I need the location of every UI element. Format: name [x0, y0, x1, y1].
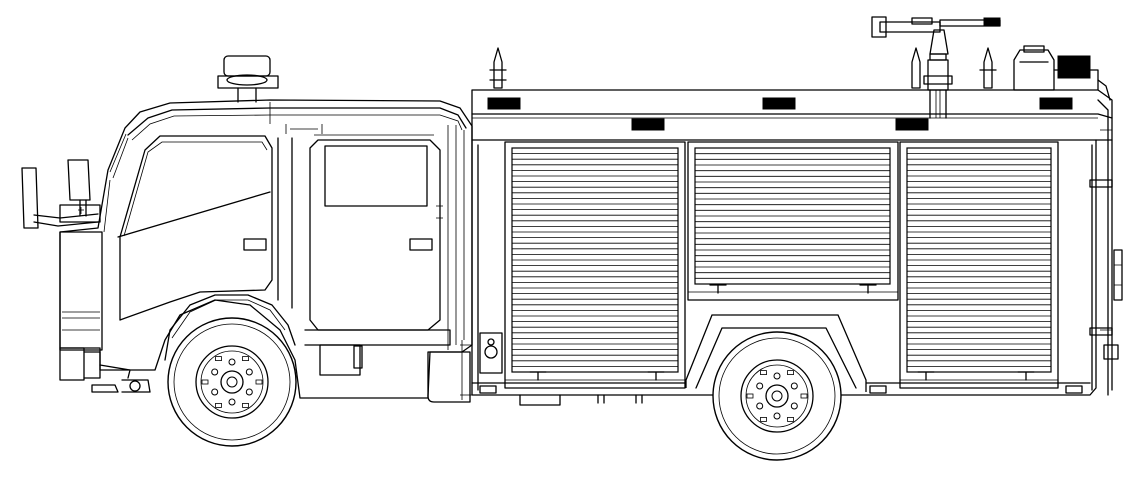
shutter-frame	[694, 147, 891, 285]
rim-vent	[800, 393, 808, 399]
wheel-stud	[773, 372, 781, 380]
roller-shutter-right	[906, 147, 1052, 373]
water-cannon-monitor	[871, 16, 1001, 119]
rim-inner	[200, 350, 264, 414]
wheel-stud	[756, 402, 764, 410]
reflector-strip	[895, 118, 929, 131]
reflector-strip	[487, 97, 521, 110]
rim-vent	[215, 402, 222, 408]
roller-shutter-middle	[694, 147, 891, 285]
hub	[220, 370, 244, 394]
wheel-stud	[790, 382, 798, 390]
rim-vent	[760, 370, 767, 376]
wheel-stud	[228, 398, 236, 406]
hub-cap	[226, 376, 238, 388]
hub	[765, 384, 789, 408]
wheel-stud	[756, 382, 764, 390]
tire	[712, 331, 842, 461]
rim-vent	[242, 356, 249, 362]
roller-shutter-left	[511, 147, 679, 373]
wheel-stud	[790, 402, 798, 410]
rim-vent	[255, 379, 263, 385]
rim-vent	[201, 379, 209, 385]
rim	[740, 359, 814, 433]
foam-tank-filler	[1013, 45, 1111, 101]
front-wheel	[167, 317, 297, 447]
shutter-frame	[906, 147, 1052, 373]
reflector-strip	[1039, 97, 1073, 110]
wheel-stud	[245, 368, 253, 376]
hub-cap	[771, 390, 783, 402]
wheel-stud	[211, 368, 219, 376]
roof-vent-posts	[489, 47, 997, 89]
rim-vent	[787, 370, 794, 376]
rim-vent	[242, 402, 249, 408]
tire-inner	[173, 323, 291, 441]
tire	[167, 317, 297, 447]
reflector-strip	[631, 118, 665, 131]
rear-wheel	[712, 331, 842, 461]
wheel-stud	[773, 412, 781, 420]
wheel-stud	[211, 388, 219, 396]
shutter-frame	[511, 147, 679, 373]
reflector-strip	[762, 97, 796, 110]
wheel-stud	[245, 388, 253, 396]
cab	[21, 55, 473, 399]
shutter-handles	[505, 284, 1058, 381]
rim-vent	[215, 356, 222, 362]
rim-vent	[787, 416, 794, 422]
rim	[195, 345, 269, 419]
wheel-stud	[228, 358, 236, 366]
rim-vent	[760, 416, 767, 422]
tire-inner	[718, 337, 836, 455]
rim-inner	[745, 364, 809, 428]
rim-vent	[746, 393, 754, 399]
